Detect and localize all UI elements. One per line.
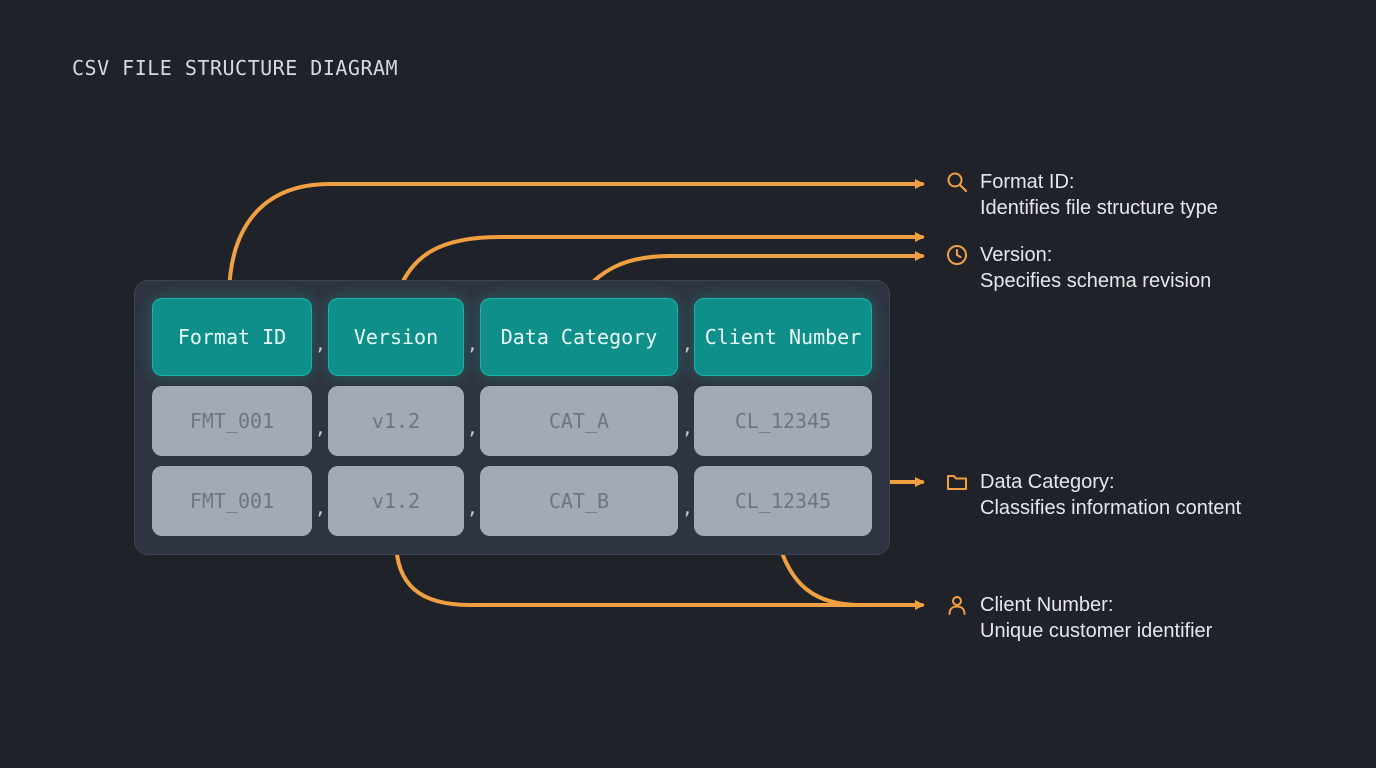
separator: ,: [467, 334, 478, 355]
annotation-data-category: Data Category: Classifies information co…: [980, 469, 1241, 521]
data-cell: FMT_001: [152, 466, 312, 536]
separator: ,: [682, 334, 693, 355]
page-title: CSV FILE STRUCTURE DIAGRAM: [72, 56, 399, 80]
connector-version-lower: [394, 538, 925, 610]
data-cell: v1.2: [328, 466, 464, 536]
search-icon: [947, 172, 968, 193]
annotation-label: Data Category:: [980, 471, 1115, 493]
separator: ,: [682, 498, 693, 519]
annotation-client-number: Client Number: Unique customer identifie…: [980, 592, 1212, 644]
clock-icon: [947, 245, 967, 265]
annotation-description: Classifies information content: [980, 497, 1242, 519]
data-cell: v1.2: [328, 386, 464, 456]
user-icon: [948, 596, 966, 615]
header-cell-client-number: Client Number: [694, 298, 872, 376]
annotation-version: Version: Specifies schema revision: [980, 242, 1211, 294]
data-cell: CL_12345: [694, 466, 872, 536]
annotation-format-id: Format ID: Identifies file structure typ…: [980, 169, 1218, 221]
annotation-description: Identifies file structure type: [980, 197, 1218, 219]
separator: ,: [315, 498, 326, 519]
separator: ,: [467, 418, 478, 439]
data-cell: CAT_A: [480, 386, 678, 456]
data-cell: FMT_001: [152, 386, 312, 456]
annotation-description: Unique customer identifier: [980, 620, 1213, 642]
header-cell-format-id: Format ID: [152, 298, 312, 376]
header-cell-data-category: Data Category: [480, 298, 678, 376]
header-cell-version: Version: [328, 298, 464, 376]
annotation-label: Version:: [980, 244, 1053, 266]
connector-format-id: [227, 179, 925, 300]
annotation-label: Client Number:: [980, 594, 1114, 616]
separator: ,: [467, 498, 478, 519]
annotation-label: Format ID:: [980, 171, 1075, 193]
separator: ,: [682, 418, 693, 439]
separator: ,: [315, 418, 326, 439]
folder-icon: [947, 475, 967, 490]
separator: ,: [315, 334, 326, 355]
annotation-description: Specifies schema revision: [980, 270, 1212, 292]
data-cell: CL_12345: [694, 386, 872, 456]
data-cell: CAT_B: [480, 466, 678, 536]
